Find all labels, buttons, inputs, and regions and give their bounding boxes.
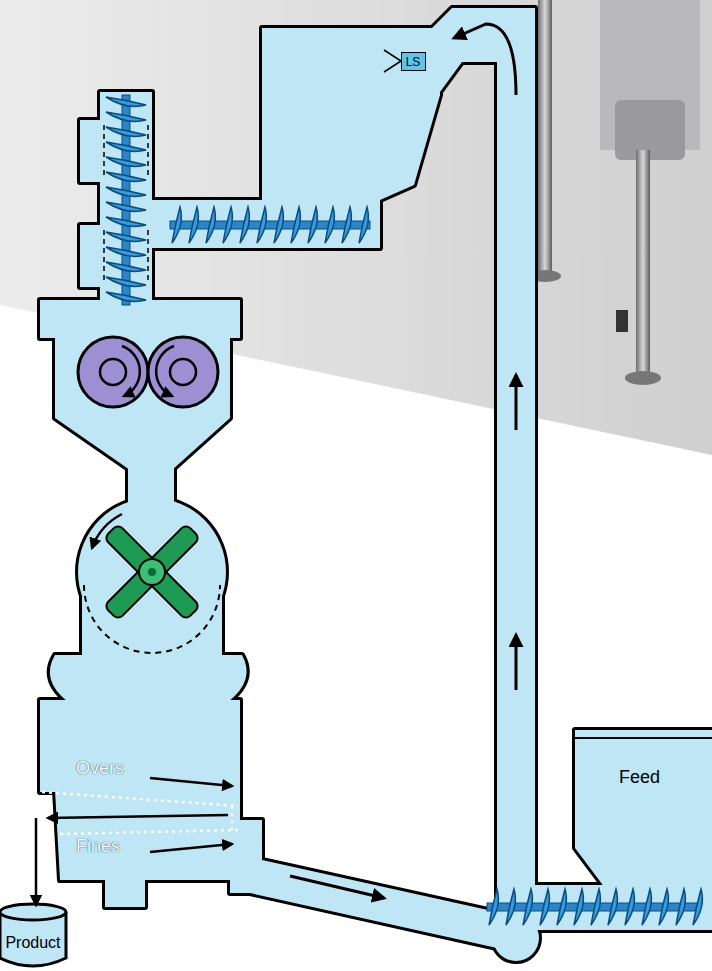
screw-flight	[642, 889, 651, 925]
screw-flight	[106, 112, 146, 121]
sensor-beam	[384, 50, 401, 72]
screw-flight	[325, 207, 334, 243]
screener: OversFines	[28, 745, 240, 875]
node-label: Product	[0, 935, 66, 951]
pipe-fill	[40, 8, 712, 961]
screw-flight	[659, 889, 668, 925]
flow-arrow	[515, 375, 518, 430]
rotor-hub	[148, 568, 156, 576]
product-chute	[35, 818, 38, 875]
screw-flight	[359, 207, 368, 243]
screw-flight	[506, 889, 515, 925]
screw-flight	[291, 207, 300, 243]
screw-flight	[257, 207, 266, 243]
screw-flight	[189, 207, 198, 243]
screw-flight	[240, 207, 249, 243]
drum-lid	[0, 904, 66, 920]
screw-flight	[106, 187, 146, 196]
screw-flight	[591, 889, 600, 925]
screw-flight	[625, 889, 634, 925]
flow-arrow	[48, 815, 228, 818]
roll-hub	[170, 359, 196, 385]
screw-shaft	[170, 221, 370, 229]
screw-flight	[172, 207, 181, 243]
flow-arrow	[150, 844, 232, 852]
screw-flight	[574, 889, 583, 925]
flow-arrow	[150, 778, 232, 786]
screw-flight	[274, 207, 283, 243]
screen-deck	[60, 830, 238, 834]
machine-leg	[538, 0, 552, 272]
node-label: Feed	[619, 768, 660, 786]
level-sensor: LS	[401, 52, 426, 71]
machine-photo	[616, 310, 628, 332]
roll-hub	[100, 359, 126, 385]
screw-flight	[106, 217, 146, 226]
rotation-arrow	[156, 346, 174, 396]
flow-connector	[35, 875, 38, 905]
screw-flight	[106, 157, 146, 166]
machine-foot	[625, 371, 661, 385]
flow-arrow	[290, 876, 384, 898]
flange-line	[147, 230, 149, 283]
screw-flight	[106, 142, 146, 151]
screw-flight	[540, 889, 549, 925]
flow-arrow	[515, 635, 518, 690]
flange-line	[103, 230, 105, 283]
screen-deck	[42, 792, 238, 806]
rotation-arrow	[122, 346, 140, 396]
screw-group	[106, 95, 702, 925]
feed-hopper: Feed	[575, 738, 712, 848]
screw-flight	[106, 127, 146, 136]
rotor-hub	[139, 559, 165, 585]
flow-arrow	[454, 24, 516, 95]
screw-flight	[308, 207, 317, 243]
screen-deck	[231, 806, 233, 830]
screw-flight	[106, 247, 146, 256]
machine-leg	[636, 150, 650, 375]
screw-flight	[523, 889, 532, 925]
crushing-roll	[78, 337, 148, 407]
node-label: LS	[402, 56, 424, 68]
screw-flight	[223, 207, 232, 243]
screw-flight	[106, 277, 146, 286]
product-drum: Product	[0, 905, 66, 965]
rotor-screen	[84, 585, 220, 653]
node-label: Fines	[76, 837, 120, 855]
screw-flight	[106, 232, 146, 241]
rotor-arm	[104, 524, 200, 620]
screw-flight	[106, 202, 146, 211]
hopper-rim	[575, 737, 712, 739]
rotor-arm	[104, 524, 200, 620]
screw-flight	[342, 207, 351, 243]
screw-flight	[106, 172, 146, 181]
flange-line	[147, 125, 149, 178]
screw-flight	[557, 889, 566, 925]
rotor	[104, 524, 200, 620]
screw-flight	[676, 889, 685, 925]
screw-flight	[206, 207, 215, 243]
screw-flight	[489, 889, 498, 925]
screw-flight	[106, 97, 146, 106]
screw-shaft	[122, 95, 130, 305]
screw-flight	[608, 889, 617, 925]
rotation-arrow	[92, 514, 122, 548]
screw-flight	[106, 292, 146, 301]
flange-line	[103, 125, 105, 178]
screw-flight	[693, 889, 702, 925]
crushing-roll	[148, 337, 218, 407]
pipe-outline	[40, 8, 712, 961]
node-label: Overs	[76, 759, 124, 777]
screw-flight	[106, 262, 146, 271]
